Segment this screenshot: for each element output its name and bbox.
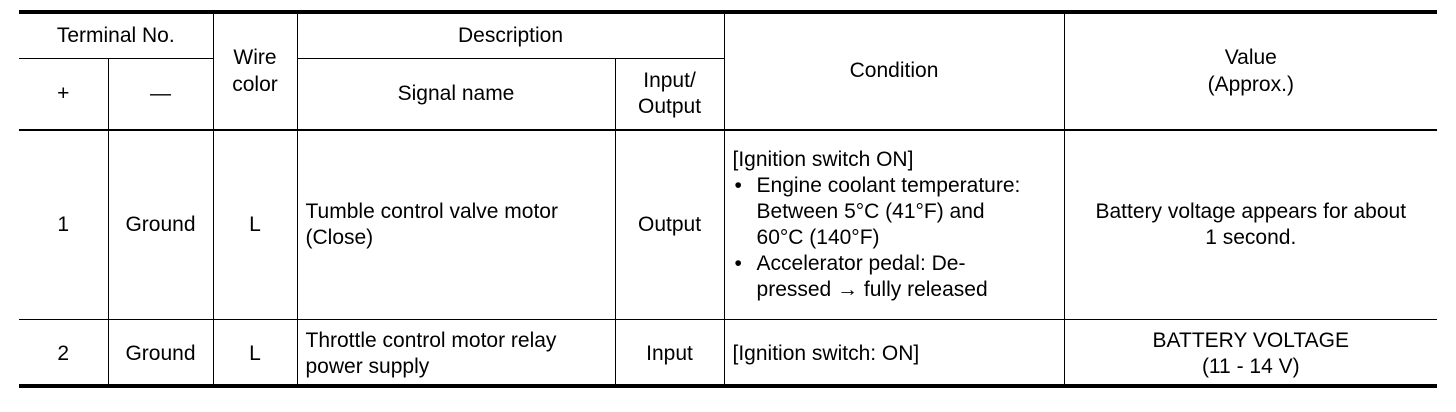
condition-list: • Engine coolant temperature: Between 5°…	[733, 173, 1056, 303]
value-line2: (11 - 14 V)	[1201, 354, 1300, 378]
terminal-no-header: Terminal No.	[19, 14, 214, 59]
minus-terminal-cell: Ground	[107, 318, 214, 388]
value-header-line2: (Approx.)	[1207, 72, 1294, 96]
input-output-cell: Input	[614, 318, 725, 388]
signal-name-header: Signal name	[296, 57, 616, 131]
value-header: Value (Approx.)	[1063, 14, 1438, 131]
value-line2: 1 second.	[1205, 225, 1297, 249]
table-row: 1 Ground L Tumble control valve motor (C…	[19, 129, 1438, 320]
description-header: Description	[296, 14, 725, 59]
signal-name-line2: power supply	[305, 354, 430, 378]
bullet-icon: •	[734, 173, 742, 197]
signal-name-cell: Throttle control motor relay power suppl…	[296, 318, 616, 388]
condition-item-line2: pressed → fully released	[756, 277, 988, 301]
table-row: 2 Ground L Throttle control motor relay …	[19, 318, 1438, 388]
signal-name-cell: Tumble control valve motor (Close)	[296, 129, 616, 320]
value-cell: BATTERY VOLTAGE (11 - 14 V)	[1063, 318, 1438, 388]
condition-item-line1: Accelerator pedal: De-	[756, 251, 966, 275]
value-header-line1: Value	[1224, 46, 1277, 70]
condition-head: [Ignition switch ON]	[732, 147, 914, 171]
minus-terminal-header: —	[107, 57, 214, 131]
input-output-header-line2: Output	[637, 94, 702, 118]
condition-item: • Accelerator pedal: De- pressed → fully…	[733, 251, 1056, 303]
wire-color-cell: L	[212, 318, 298, 388]
value-line1: Battery voltage appears for about	[1095, 199, 1407, 223]
plus-terminal-cell: 2	[19, 318, 109, 388]
value-line1: BATTERY VOLTAGE	[1152, 328, 1349, 352]
wire-color-cell: L	[212, 129, 298, 320]
condition-cell: [Ignition switch: ON]	[723, 318, 1065, 388]
signal-name-line2: (Close)	[305, 225, 374, 249]
input-output-cell: Output	[614, 129, 725, 320]
condition-cell: [Ignition switch ON] • Engine coolant te…	[723, 129, 1065, 320]
value-cell: Battery voltage appears for about 1 seco…	[1063, 129, 1438, 320]
signal-name-line1: Throttle control motor relay	[305, 328, 557, 352]
bullet-icon: •	[734, 251, 742, 275]
minus-terminal-cell: Ground	[107, 129, 214, 320]
condition-item-line1: Engine coolant temperature:	[756, 173, 1021, 197]
wire-color-header: Wire color	[212, 14, 298, 131]
condition-item-line2: Between 5°C (41°F) and	[756, 199, 985, 223]
plus-terminal-header: +	[19, 57, 109, 131]
terminal-table-container: Terminal No. Wire color Description Cond…	[19, 10, 1438, 388]
input-output-header-line1: Input/	[643, 68, 696, 92]
condition-header: Condition	[723, 14, 1065, 131]
wire-color-header-line2: color	[232, 72, 278, 96]
condition-item-line3: 60°C (140°F)	[756, 225, 880, 249]
plus-terminal-cell: 1	[19, 129, 109, 320]
terminal-table: Terminal No. Wire color Description Cond…	[19, 14, 1438, 388]
condition-item: • Engine coolant temperature: Between 5°…	[733, 173, 1056, 251]
signal-name-line1: Tumble control valve motor	[305, 199, 558, 223]
input-output-header: Input/ Output	[614, 57, 725, 131]
wire-color-header-line1: Wire	[233, 46, 277, 70]
